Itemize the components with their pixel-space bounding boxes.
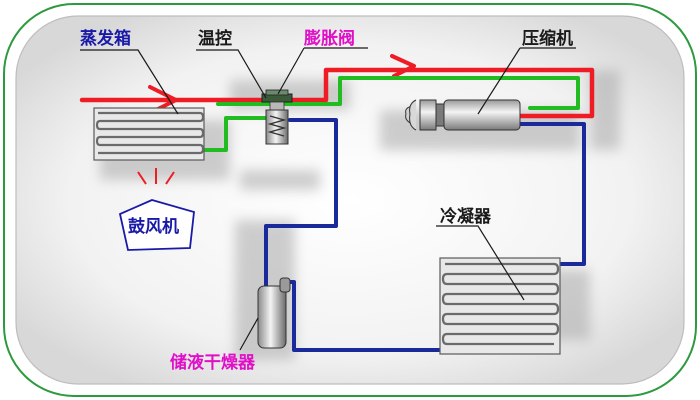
receiver-drier xyxy=(257,277,291,349)
blower-label: 鼓风机 xyxy=(128,216,179,237)
receiver-drier-label: 储液干燥器 xyxy=(170,352,256,373)
expansion-valve-label: 膨胀阀 xyxy=(304,28,355,49)
compressor xyxy=(405,99,521,131)
expansion-valve xyxy=(261,89,293,145)
evaporator-coil xyxy=(93,107,205,161)
compressor-label: 压缩机 xyxy=(522,28,573,49)
thermostat-label: 温控 xyxy=(198,28,232,49)
condenser-label: 冷凝器 xyxy=(440,206,492,227)
blower xyxy=(118,168,195,251)
leader-lines xyxy=(80,47,576,351)
suction-line xyxy=(202,76,580,152)
evaporator-label: 蒸发箱 xyxy=(80,28,131,49)
condenser-coil xyxy=(439,257,561,355)
